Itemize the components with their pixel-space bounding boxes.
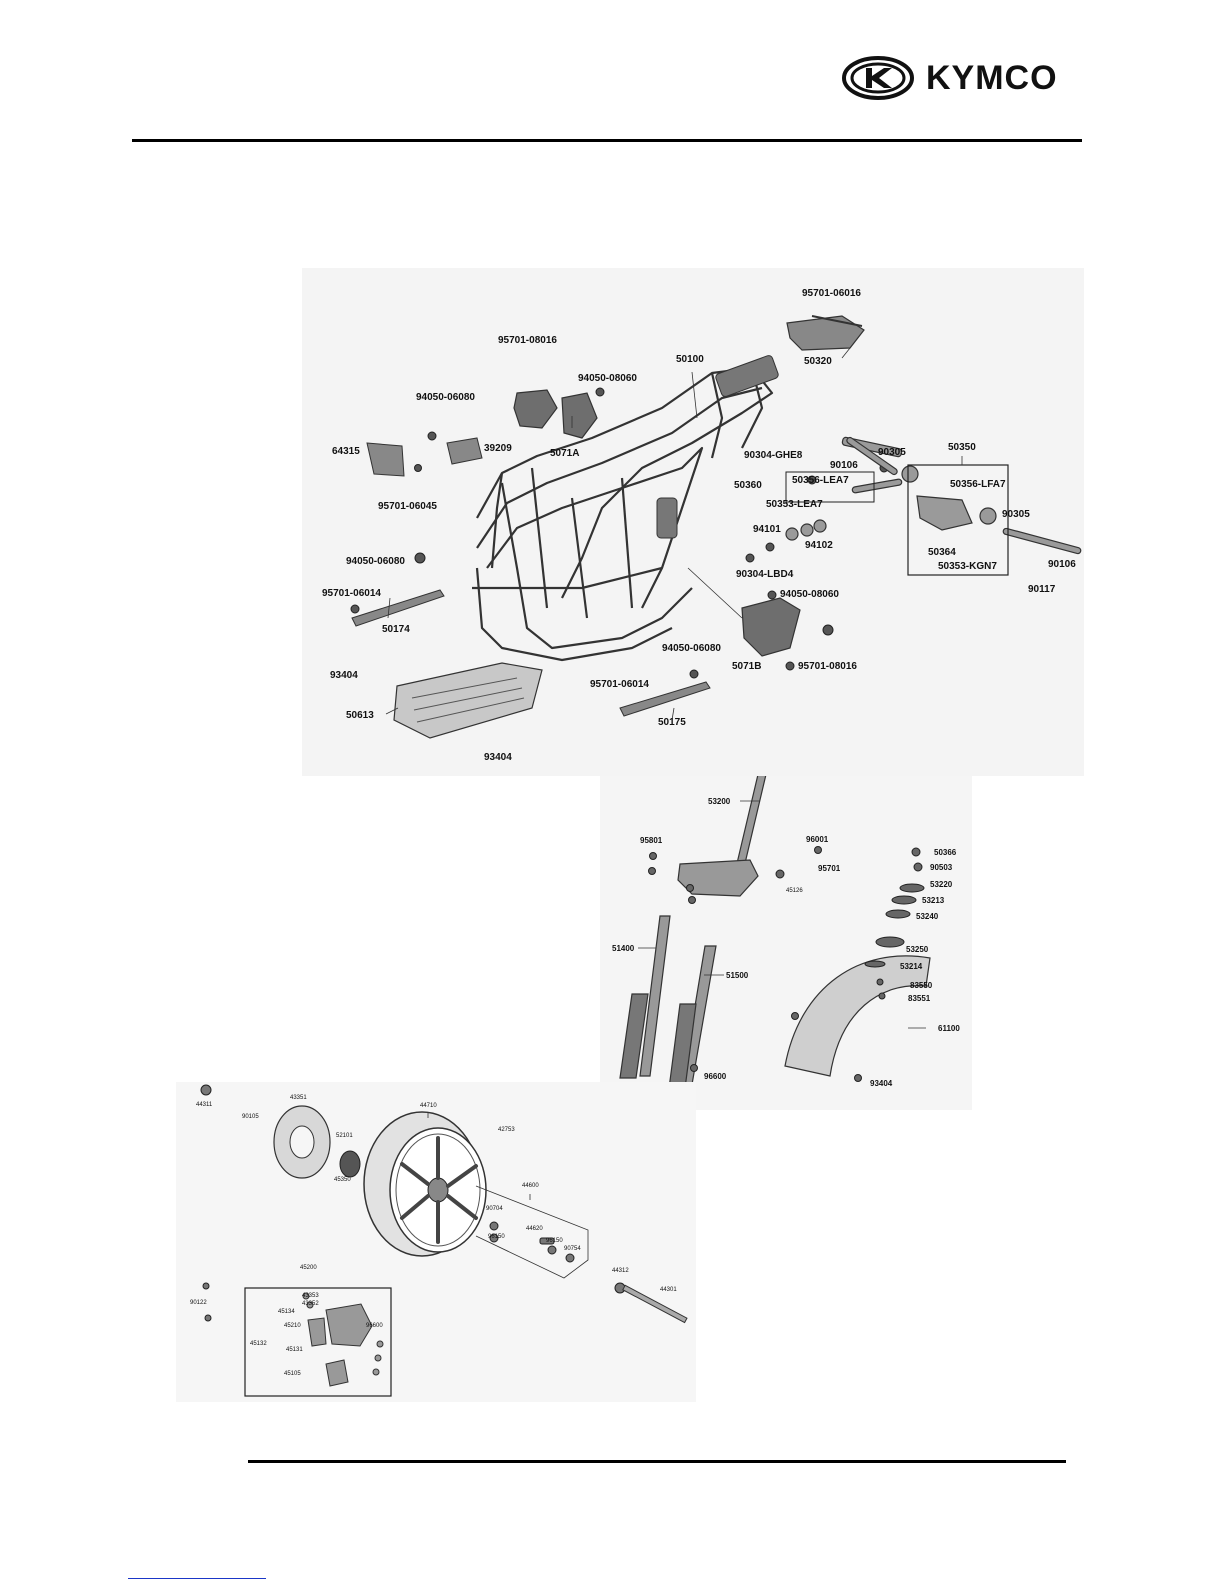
part-label: 50174 bbox=[382, 624, 410, 635]
part-label: 95701-08016 bbox=[798, 661, 857, 672]
part-label: 95701-08016 bbox=[498, 335, 557, 346]
part-label: 50353-KGN7 bbox=[938, 561, 997, 572]
part-label: 50613 bbox=[346, 710, 374, 721]
part-label: 43353 bbox=[302, 1293, 319, 1299]
part-label: 94050-06080 bbox=[416, 392, 475, 403]
part-label: 90304-GHE8 bbox=[744, 450, 803, 461]
part-label: 90754 bbox=[564, 1246, 581, 1252]
part-label: 90304-LBD4 bbox=[736, 569, 794, 580]
part-label: 95701-06016 bbox=[802, 288, 861, 299]
part-label: 90122 bbox=[190, 1300, 207, 1306]
part-label: 53200 bbox=[708, 797, 731, 806]
part-label: 44710 bbox=[420, 1103, 437, 1109]
part-label: 43352 bbox=[302, 1301, 319, 1307]
part-label: 94050-08060 bbox=[780, 589, 839, 600]
part-label: 45105 bbox=[284, 1371, 301, 1377]
part-label: 53250 bbox=[906, 945, 929, 954]
part-label: 53220 bbox=[930, 880, 953, 889]
part-label: 96001 bbox=[806, 835, 829, 844]
part-label: 50175 bbox=[658, 717, 686, 728]
kymco-logo: KYMCO bbox=[842, 56, 1078, 100]
front-fork-diagram: 53200 95801 96001 95701 45126 50366 9050… bbox=[600, 776, 972, 1110]
part-label: 39209 bbox=[484, 443, 512, 454]
part-label: 53240 bbox=[916, 912, 939, 921]
part-label: 52101 bbox=[336, 1133, 353, 1139]
kymco-emblem-icon bbox=[842, 56, 914, 100]
part-label: 90106 bbox=[1048, 559, 1076, 570]
part-label: 50366 bbox=[934, 848, 957, 857]
part-label: 90503 bbox=[930, 863, 953, 872]
part-label: 5071B bbox=[732, 661, 762, 672]
part-label: 5071A bbox=[550, 448, 580, 459]
part-label: 90305 bbox=[878, 447, 906, 458]
part-label: 45134 bbox=[278, 1309, 295, 1315]
part-label: 44620 bbox=[526, 1226, 543, 1232]
frame-drawing bbox=[350, 315, 1082, 739]
part-label: 93404 bbox=[870, 1079, 893, 1088]
frame-diagram: 95701-06016 50320 95701-08016 94050-0806… bbox=[302, 268, 1084, 776]
logo-wordmark: KYMCO bbox=[926, 59, 1058, 97]
part-label: 50356-LEA7 bbox=[792, 475, 849, 486]
part-label: 50320 bbox=[804, 356, 832, 367]
part-label: 53214 bbox=[900, 962, 923, 971]
part-label: 90106 bbox=[830, 460, 858, 471]
part-label: 96600 bbox=[366, 1323, 383, 1329]
part-label: 50353-LEA7 bbox=[766, 499, 823, 510]
part-label: 51400 bbox=[612, 944, 635, 953]
part-label: 45126 bbox=[786, 888, 803, 894]
footer-rule bbox=[248, 1460, 1066, 1463]
part-label: 96150 bbox=[488, 1234, 505, 1240]
part-label: 94050-06080 bbox=[346, 556, 405, 567]
part-label: 96150 bbox=[546, 1238, 563, 1244]
part-label: 95701 bbox=[818, 864, 841, 873]
part-label: 64315 bbox=[332, 446, 360, 457]
front-wheel-diagram: 44311 43351 90105 52101 45350 44710 4275… bbox=[176, 1082, 696, 1402]
part-label: 53213 bbox=[922, 896, 945, 905]
part-label: 94101 bbox=[753, 524, 781, 535]
part-label: 94102 bbox=[805, 540, 833, 551]
part-label: 44301 bbox=[660, 1287, 677, 1293]
part-label: 50350 bbox=[948, 442, 976, 453]
part-label: 45200 bbox=[300, 1265, 317, 1271]
fork-drawing bbox=[619, 776, 931, 1097]
part-label: 83551 bbox=[908, 994, 931, 1003]
part-label: 90117 bbox=[1028, 584, 1056, 595]
part-label: 51500 bbox=[726, 971, 749, 980]
part-label: 94050-06080 bbox=[662, 643, 721, 654]
footer-link-underline bbox=[128, 1578, 266, 1579]
part-label: 44600 bbox=[522, 1183, 539, 1189]
part-label: 83550 bbox=[910, 981, 933, 990]
part-label: 50364 bbox=[928, 547, 956, 558]
part-label: 93404 bbox=[484, 752, 512, 763]
part-label: 90105 bbox=[242, 1114, 259, 1120]
part-label: 50360 bbox=[734, 480, 762, 491]
part-label: 44311 bbox=[196, 1102, 213, 1108]
part-label: 90305 bbox=[1002, 509, 1030, 520]
part-label: 93404 bbox=[330, 670, 358, 681]
header-rule bbox=[132, 139, 1082, 142]
part-label: 45131 bbox=[286, 1347, 303, 1353]
part-label: 61100 bbox=[938, 1024, 960, 1033]
wheel-drawing bbox=[200, 1084, 688, 1397]
part-label: 94050-08060 bbox=[578, 373, 637, 384]
part-label: 45132 bbox=[250, 1341, 267, 1347]
part-label: 50100 bbox=[676, 354, 704, 365]
part-label: 45210 bbox=[284, 1323, 301, 1329]
part-label: 95701-06014 bbox=[322, 588, 381, 599]
part-label: 96600 bbox=[704, 1072, 727, 1081]
part-label: 43351 bbox=[290, 1095, 307, 1101]
part-label: 95701-06014 bbox=[590, 679, 649, 690]
part-label: 95701-06045 bbox=[378, 501, 437, 512]
part-label: 44312 bbox=[612, 1268, 629, 1274]
part-label: 45350 bbox=[334, 1177, 351, 1183]
part-label: 95801 bbox=[640, 836, 663, 845]
part-label: 90704 bbox=[486, 1206, 503, 1212]
part-label: 42753 bbox=[498, 1127, 515, 1133]
part-label: 50356-LFA7 bbox=[950, 479, 1006, 490]
